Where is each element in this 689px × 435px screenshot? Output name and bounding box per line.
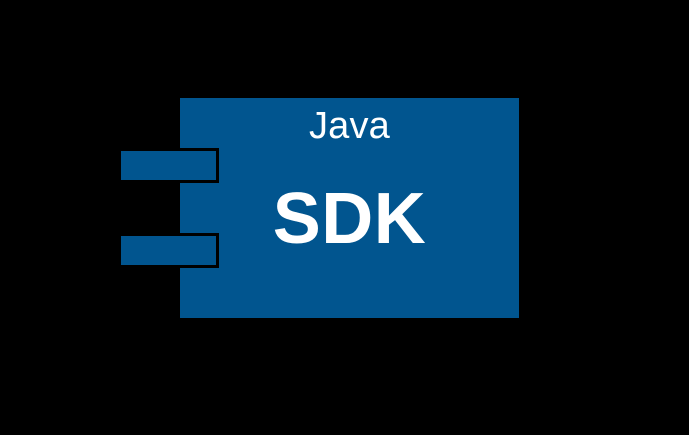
component-body (180, 98, 519, 318)
component-port-upper (118, 148, 219, 183)
component-port-lower (118, 233, 219, 268)
